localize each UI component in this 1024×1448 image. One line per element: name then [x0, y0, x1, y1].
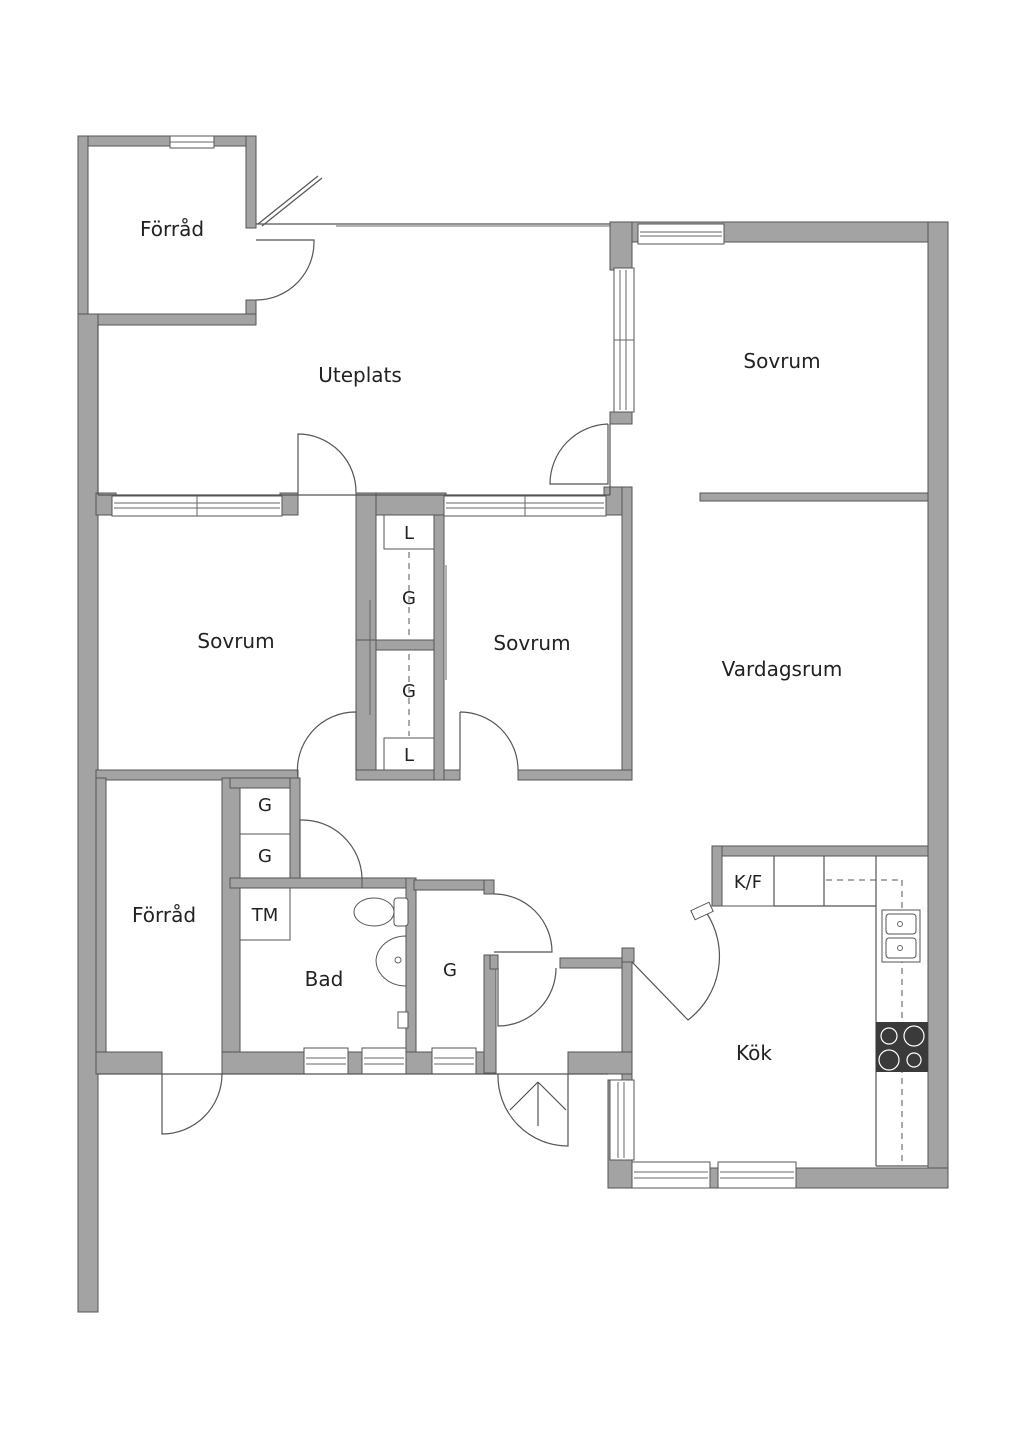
closet-label-g-hall-2: G — [258, 846, 272, 867]
room-labels: Förråd Uteplats Sovrum Sovrum Sovrum Var… — [132, 217, 842, 1065]
room-sovrum-west: Sovrum — [197, 629, 274, 653]
closet-label-l-bottom: L — [404, 745, 414, 766]
room-sovrum-mid: Sovrum — [493, 631, 570, 655]
room-forrad-top: Förråd — [140, 217, 204, 241]
closet-labels: L G G L G G TM G K/F — [251, 523, 762, 981]
doors — [161, 175, 721, 1147]
room-forrad-sw: Förråd — [132, 903, 196, 927]
closet-label-g-entry: G — [443, 960, 457, 981]
closet-label-g-upper: G — [402, 588, 416, 609]
room-kok: Kök — [736, 1041, 772, 1065]
room-bad: Bad — [305, 967, 344, 991]
closet-label-kf: K/F — [734, 872, 762, 893]
closet-label-tm: TM — [251, 905, 279, 926]
stove — [876, 1022, 928, 1072]
patio-outline — [97, 223, 611, 1075]
room-uteplats: Uteplats — [318, 363, 402, 387]
room-sovrum-ne: Sovrum — [743, 349, 820, 373]
closet-label-g-lower: G — [402, 681, 416, 702]
closet-label-l-top: L — [404, 523, 414, 544]
closets — [239, 514, 775, 941]
walls — [77, 135, 949, 1313]
sink — [881, 909, 921, 963]
kitchen-counters — [773, 856, 928, 1167]
room-vardagsrum: Vardagsrum — [722, 657, 843, 681]
closet-label-g-hall-1: G — [258, 795, 272, 816]
bathroom-fixtures — [353, 897, 409, 1029]
windows — [111, 135, 797, 1189]
